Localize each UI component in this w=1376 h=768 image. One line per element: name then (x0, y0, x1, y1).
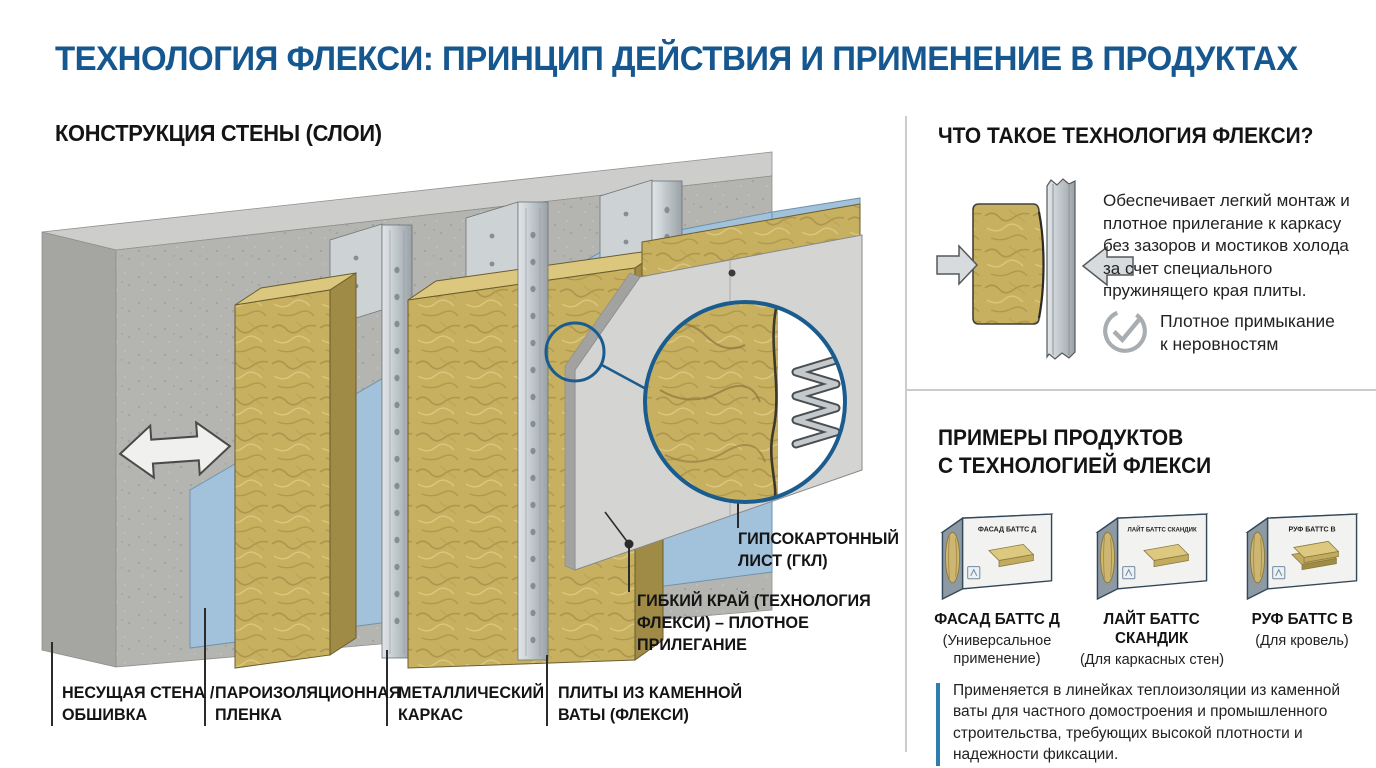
what-is-heading: ЧТО ТАКОЕ ТЕХНОЛОГИЯ ФЛЕКСИ? (938, 123, 1314, 148)
product-purpose: (Для каркасных стен) (1079, 652, 1225, 669)
box-label: ЛАЙТ БАТТС СКАНДИК (1128, 525, 1197, 533)
horizontal-divider (906, 389, 1376, 391)
product-box-1: ФАСАД БАТТС Д (940, 513, 1054, 601)
press-arrow-left-icon (936, 244, 979, 286)
callout-flexi-edge: ГИБКИЙ КРАЙ (ТЕХНОЛОГИЯ ФЛЕКСИ) – ПЛОТНО… (637, 591, 871, 654)
spring-icon (791, 355, 841, 449)
product-purpose: (Для кровель) (1255, 633, 1349, 650)
product-box-2: ЛАЙТ БАТТС СКАНДИК (1095, 513, 1209, 601)
metal-stud-center (517, 201, 549, 661)
wall-section-heading: КОНСТРУКЦИЯ СТЕНЫ (СЛОИ) (55, 120, 382, 146)
product-name: ЛАЙТ БАТТС СКАНДИК (1103, 611, 1201, 648)
mini-metal-profile (1046, 178, 1076, 360)
label-metal-frame: МЕТАЛЛИЧЕСКИЙ КАРКАС (398, 683, 545, 724)
wall-layers-diagram (41, 151, 863, 669)
mini-wool-block (972, 203, 1045, 325)
box-label: ФАСАД БАТТС Д (978, 526, 1036, 533)
application-note: Применяется в линейках теплоизоляции из … (936, 680, 1372, 766)
flexi-principle-diagram (936, 178, 1134, 360)
press-arrow-right-icon (1081, 245, 1134, 287)
label-stone-wool: ПЛИТЫ ИЗ КАМЕННОЙ ВАТЫ (ФЛЕКСИ) (558, 683, 743, 724)
vertical-divider (905, 116, 907, 752)
product-ruf-batts: РУФ БАТТС В РУФ БАТТС В (Для кровель) (1236, 506, 1368, 670)
what-is-description: Обеспечивает легкий монтаж и плотное при… (1103, 191, 1350, 301)
label-bearing-wall: НЕСУЩАЯ СТЕНА / ОБШИВКА (62, 683, 215, 724)
magnifier-connector (599, 362, 649, 392)
products-heading: ПРИМЕРЫ ПРОДУКТОВ С ТЕХНОЛОГИЕЙ ФЛЕКСИ (938, 425, 1212, 478)
leader-line-film (204, 608, 206, 726)
product-purpose: (Универсальное применение) (942, 633, 1052, 668)
callout-gypsum: ГИПСОКАРТОННЫЙ ЛИСТ (ГКЛ) (738, 529, 900, 570)
label-vapor-film: ПАРОИЗОЛЯЦИОННАЯ ПЛЕНКА (215, 683, 401, 724)
flexi-edge-callout-leader (604, 511, 634, 592)
box-label: РУФ БАТТС В (1289, 526, 1336, 533)
products-row: ФАСАД БАТТС Д ФАСАД БАТТС Д (Универсальн… (926, 506, 1368, 670)
note-accent-bar (936, 683, 940, 766)
screw-dot (728, 269, 736, 277)
leader-line-wool (546, 655, 548, 726)
product-light-batts-scandic: ЛАЙТ БАТТС СКАНДИК ЛАЙТ БАТТС СКАНДИК (Д… (1076, 506, 1228, 670)
note-text: Применяется в линейках теплоизоляции из … (953, 682, 1341, 764)
product-name: РУФ БАТТС В (1251, 611, 1353, 628)
leader-line-wall (51, 642, 53, 726)
checkmark-icon (1103, 309, 1147, 353)
product-box-3: РУФ БАТТС В (1245, 513, 1359, 601)
magnifier-source-circle (544, 321, 606, 383)
benefit-text: Плотное примыкание к неровностям (1160, 311, 1335, 354)
product-name: ФАСАД БАТТС Д (934, 611, 1060, 628)
page-title: ТЕХНОЛОГИЯ ФЛЕКСИ: ПРИНЦИП ДЕЙСТВИЯ И ПР… (55, 40, 1298, 78)
leader-line-frame (386, 650, 388, 726)
double-arrow-icon (118, 420, 232, 480)
product-fasad-batts: ФАСАД БАТТС Д ФАСАД БАТТС Д (Универсальн… (926, 506, 1068, 670)
stone-wool-slab-1 (234, 272, 357, 669)
flexi-edge-line (769, 303, 779, 502)
